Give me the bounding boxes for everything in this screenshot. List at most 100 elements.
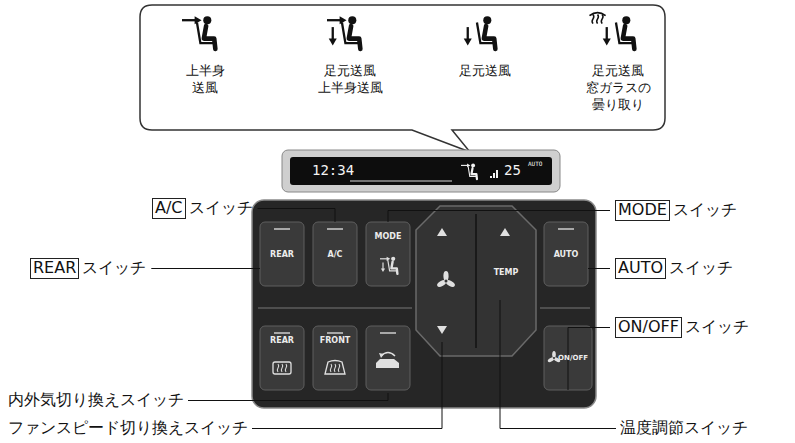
leader-line <box>388 211 610 223</box>
node-text: MODE <box>375 232 402 241</box>
boxed-switch-name: MODE <box>615 200 670 220</box>
boxed-switch-name: A/C <box>152 198 186 218</box>
callout-bubble <box>140 5 665 152</box>
indicator-lamp <box>327 332 343 334</box>
boxed-switch-name: ON/OFF <box>615 317 682 337</box>
node-text: FRONT <box>320 336 351 345</box>
button-face <box>313 222 357 286</box>
arrow-head <box>329 39 337 46</box>
indicator-lamp <box>274 332 290 334</box>
person-head <box>203 16 211 24</box>
defrost-wave <box>338 364 340 372</box>
person-body <box>471 168 477 179</box>
arrow-head <box>603 39 611 46</box>
temp-up-mark <box>500 228 510 236</box>
fan-level-bar <box>493 173 495 178</box>
switch-callout: AUTOスイッチ <box>610 258 738 279</box>
button-face <box>313 326 357 390</box>
arrow-head <box>195 16 202 24</box>
button-face <box>366 222 410 286</box>
recirc-head <box>379 353 384 358</box>
node-text: 12:34 <box>312 162 354 178</box>
defrost-wave <box>592 14 594 23</box>
arrow-head <box>381 268 385 272</box>
node-text: TEMP <box>494 268 519 277</box>
fan-up-mark <box>437 228 447 236</box>
leader-line <box>252 342 442 429</box>
fan-icon <box>436 271 456 288</box>
mode-icon <box>380 257 397 274</box>
switch-callout: ON/OFFスイッチ <box>610 317 754 338</box>
fan-blade <box>445 279 456 289</box>
fan-hub <box>445 280 448 283</box>
arrow-head <box>467 163 470 167</box>
fan-level-bar <box>490 176 492 178</box>
fan-down-mark <box>437 326 447 334</box>
switch-word: スイッチ <box>685 317 749 338</box>
node-text: AUTO <box>554 250 579 259</box>
indicator-lamp <box>558 228 574 230</box>
display-bezel <box>282 150 560 192</box>
ac-button: A/C <box>313 222 357 286</box>
airflow-arrow <box>467 27 469 40</box>
person-body <box>623 26 635 49</box>
person-body <box>484 26 496 49</box>
leader-line <box>188 393 388 401</box>
leader-line <box>151 268 260 269</box>
indicator-lamp <box>327 228 343 230</box>
defrost-wave <box>597 14 599 23</box>
leader-line <box>258 209 335 223</box>
node-text: AUTO <box>528 160 542 167</box>
boxed-switch-name: REAR <box>30 258 79 278</box>
arrow-head <box>387 257 391 261</box>
part-label: 温度調節スイッチ <box>620 418 748 439</box>
lcd-display: 12:34 25 AUTO <box>290 157 552 185</box>
rear-defog-icon <box>273 362 291 374</box>
node-text: 足元送風 <box>459 63 511 80</box>
rear-window <box>273 362 291 374</box>
switch-callout: A/Cスイッチ <box>147 198 258 219</box>
node-text: REAR <box>270 336 294 345</box>
rear-button: REAR <box>260 222 304 286</box>
car-silhouette <box>376 359 399 368</box>
foot-mode-icon <box>464 16 496 49</box>
fan-hub <box>553 357 555 359</box>
bi-level-mode-icon <box>327 16 360 49</box>
switch-word: スイッチ <box>669 258 733 279</box>
auto-button: AUTO <box>544 222 588 286</box>
indicator-lamp <box>380 332 396 334</box>
arrow-head <box>340 16 347 24</box>
fan-temp-rocker <box>416 206 536 356</box>
lcd-screen <box>290 157 552 185</box>
lcd-fan-icon <box>490 170 498 178</box>
button-face <box>260 222 304 286</box>
node-text: 足元送風 窓ガラスの 曇り取り <box>586 63 651 114</box>
front-defog-button: FRONT <box>313 326 357 390</box>
button-face <box>260 326 304 390</box>
node-text: 25 <box>504 162 521 178</box>
lcd-segment-line <box>350 180 452 181</box>
part-label: 内外気切り換えスイッチ <box>8 390 184 411</box>
node-text: 足元送風 上半身送風 <box>318 63 383 97</box>
leader-line <box>588 268 610 269</box>
airflow-arrow <box>461 165 468 166</box>
boxed-switch-name: AUTO <box>615 258 666 278</box>
airflow-arrow <box>332 27 334 40</box>
node-text: A/C <box>328 250 343 259</box>
fan-blade <box>547 356 555 363</box>
node-text: ON/OFF <box>558 354 588 362</box>
rear-defog-button: REAR <box>260 326 304 390</box>
airflow-arrow <box>182 19 196 21</box>
mode-button: MODE <box>366 222 410 286</box>
switch-word: スイッチ <box>673 200 737 221</box>
button-face <box>544 222 588 286</box>
defrost-wave <box>285 364 287 372</box>
airflow-arrow <box>382 262 383 269</box>
recirculation-icon <box>376 353 399 369</box>
upper-body-mode-icon <box>182 16 215 49</box>
person-body <box>204 26 216 49</box>
control-panel <box>252 200 596 408</box>
